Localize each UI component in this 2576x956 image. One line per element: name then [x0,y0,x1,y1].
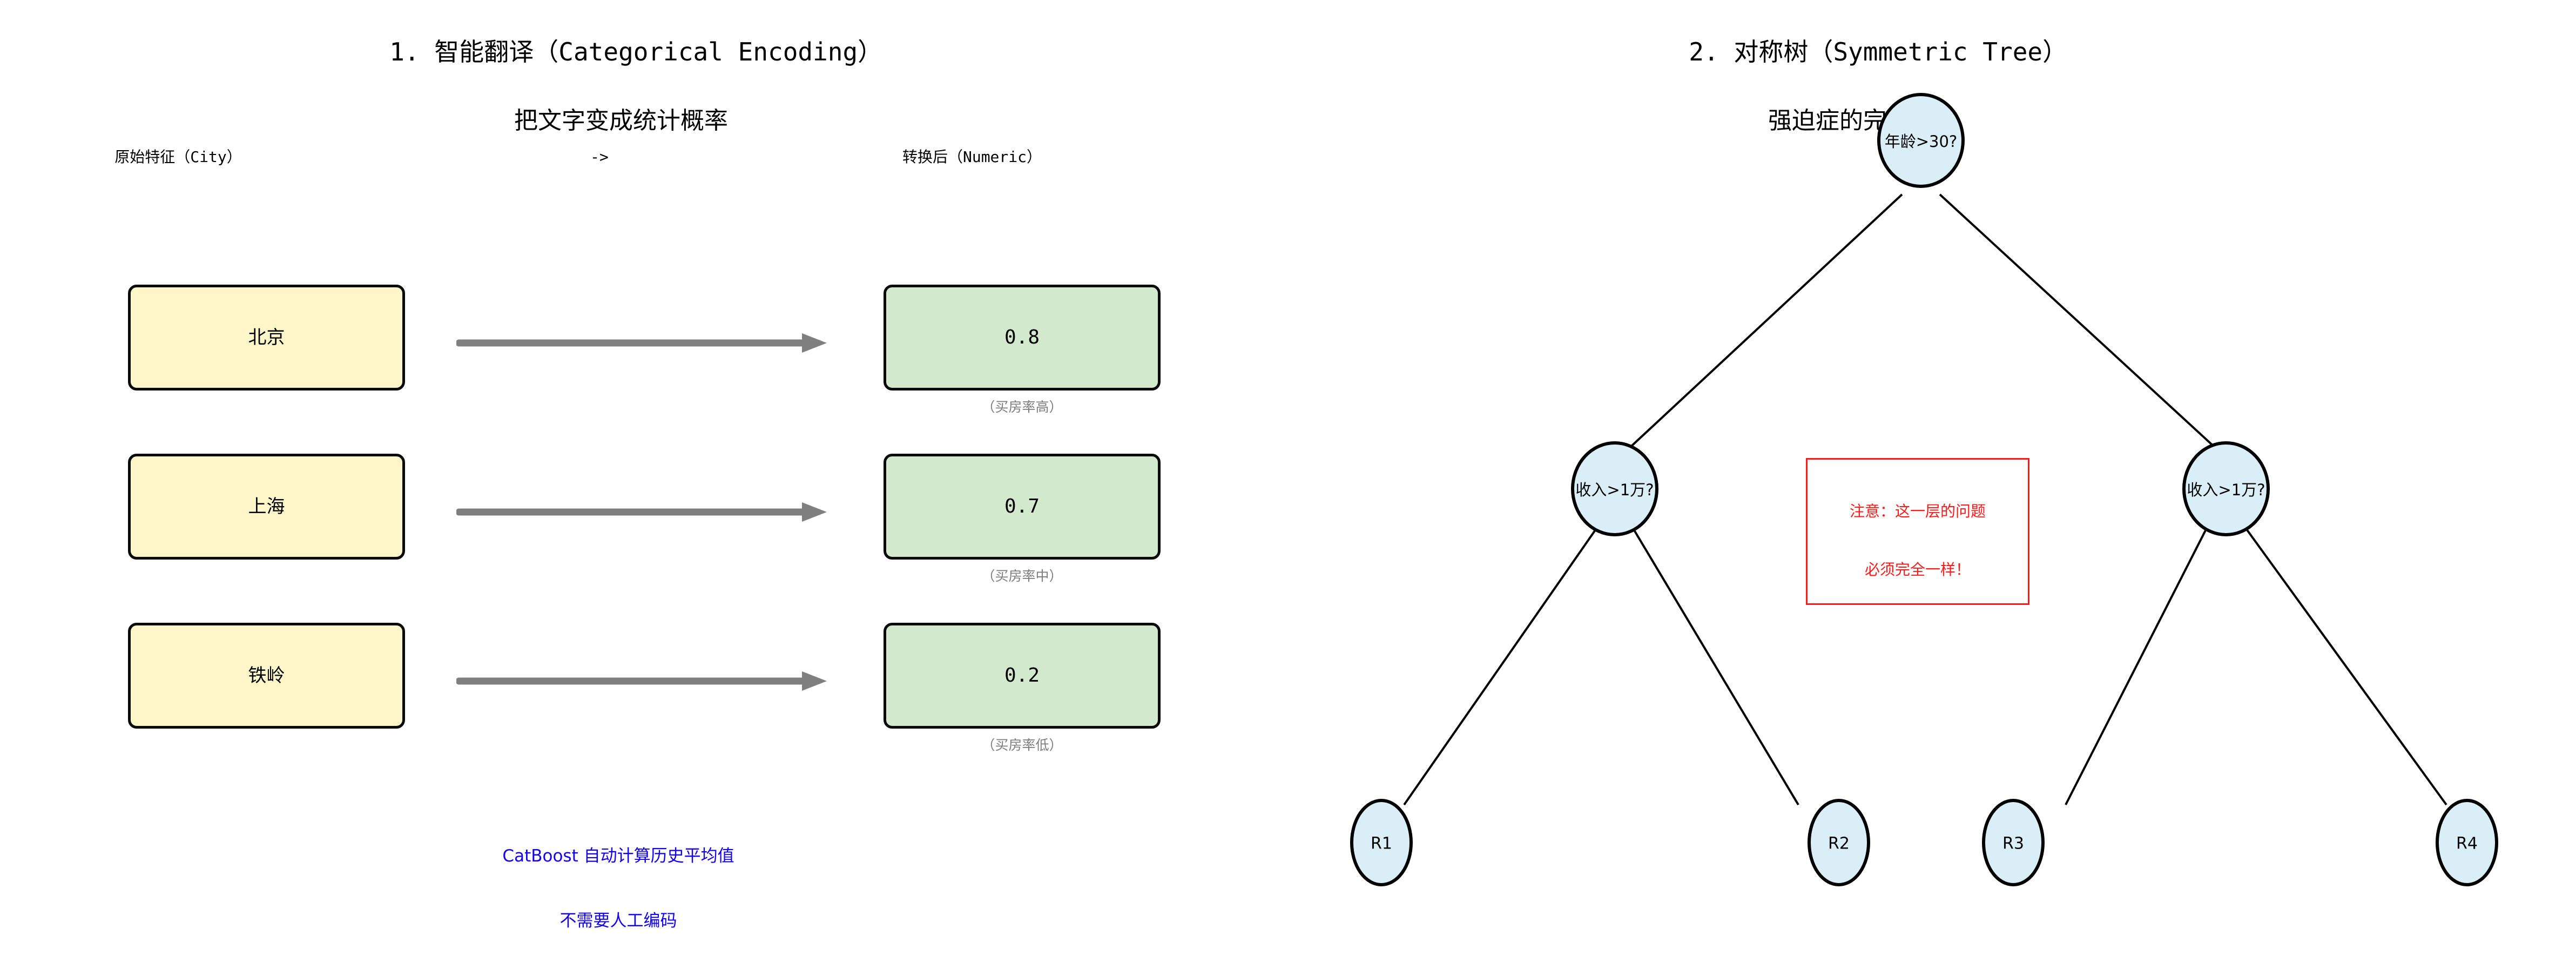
target-box-row-3[interactable]: 0.2 [884,623,1161,729]
source-box-row-2[interactable]: 上海 [128,454,405,560]
column-header-source: 原始特征（City） [114,148,242,166]
symmetric-tree-note: 注意：这一层的问题 必须完全一样！ [1806,458,2029,605]
right-panel-title-line1: 2. 对称树（Symmetric Tree） [1689,37,2068,66]
edge-right-to-r4 [2245,528,2447,806]
edge-left-to-r2 [1633,528,1799,806]
tree-node-root[interactable]: 年龄>30? [1877,93,1965,188]
tree-edges [1403,193,2447,806]
target-box-value: 0.2 [1004,664,1040,686]
right-panel-title: 2. 对称树（Symmetric Tree） 强迫症的完美结构 [1566,0,2160,173]
catboost-footnote-line2: 不需要人工编码 [559,911,677,931]
symmetric-tree-note-line1: 注意：这一层的问题 [1849,502,1986,520]
target-box-caption-row-1: （买房率高） [981,399,1063,415]
edge-right-to-r3 [2065,529,2207,805]
source-box-row-3[interactable]: 铁岭 [128,623,405,729]
symmetric-tree-diagram: 年龄>30? 收入>1万? 收入>1万? R1 R2 R3 R4 [1350,93,2498,886]
target-box-caption-row-3: （买房率低） [981,737,1063,753]
column-header-target: 转换后（Numeric） [902,148,1042,166]
target-box-row-1[interactable]: 0.8 [884,285,1161,391]
tree-leaf-r3[interactable]: R3 [1982,799,2045,886]
tree-leaf-r2[interactable]: R2 [1808,799,1870,886]
source-box-row-1[interactable]: 北京 [128,285,405,391]
target-box-value: 0.7 [1004,495,1040,517]
left-panel-title: 1. 智能翻译（Categorical Encoding） 把文字变成统计概率 [108,0,1134,173]
tree-leaf-r3-label: R3 [2002,834,2024,853]
tree-leaf-r1-label: R1 [1371,834,1392,853]
mapping-arrow-row-1 [456,333,827,353]
target-box-row-2[interactable]: 0.7 [884,454,1161,560]
target-box-value: 0.8 [1004,326,1040,348]
tree-node-level2-left[interactable]: 收入>1万? [1571,441,1658,536]
catboost-footnote-line1: CatBoost 自动计算历史平均值 [502,846,734,866]
target-box-caption-row-2: （买房率中） [981,568,1063,584]
source-box-label: 北京 [248,327,285,348]
edge-root-to-left [1616,193,1903,460]
tree-node-root-label: 年龄>30? [1885,132,1958,151]
tree-node-level2-right[interactable]: 收入>1万? [2182,441,2270,536]
edge-root-to-right [1939,193,2229,460]
tree-leaf-r1[interactable]: R1 [1350,799,1413,886]
source-box-label: 铁岭 [248,665,285,686]
column-header-arrow: -> [590,148,609,166]
edge-left-to-r1 [1403,528,1597,806]
source-box-label: 上海 [248,496,285,517]
mapping-arrow-row-3 [456,671,827,691]
tree-node-level2-left-label: 收入>1万? [1575,481,1654,499]
tree-leaf-r4[interactable]: R4 [2436,799,2498,886]
left-panel-title-line1: 1. 智能翻译（Categorical Encoding） [389,37,883,66]
left-panel-title-line2: 把文字变成统计概率 [514,107,728,134]
mapping-arrow-row-2 [456,502,827,522]
tree-leaf-r2-label: R2 [1828,834,1850,853]
tree-node-level2-right-label: 收入>1万? [2187,481,2265,499]
catboost-footnote: CatBoost 自动计算历史平均值 不需要人工编码 [405,802,832,953]
symmetric-tree-note-line2: 必须完全一样！ [1864,561,1971,578]
tree-leaf-r4-label: R4 [2456,834,2478,853]
